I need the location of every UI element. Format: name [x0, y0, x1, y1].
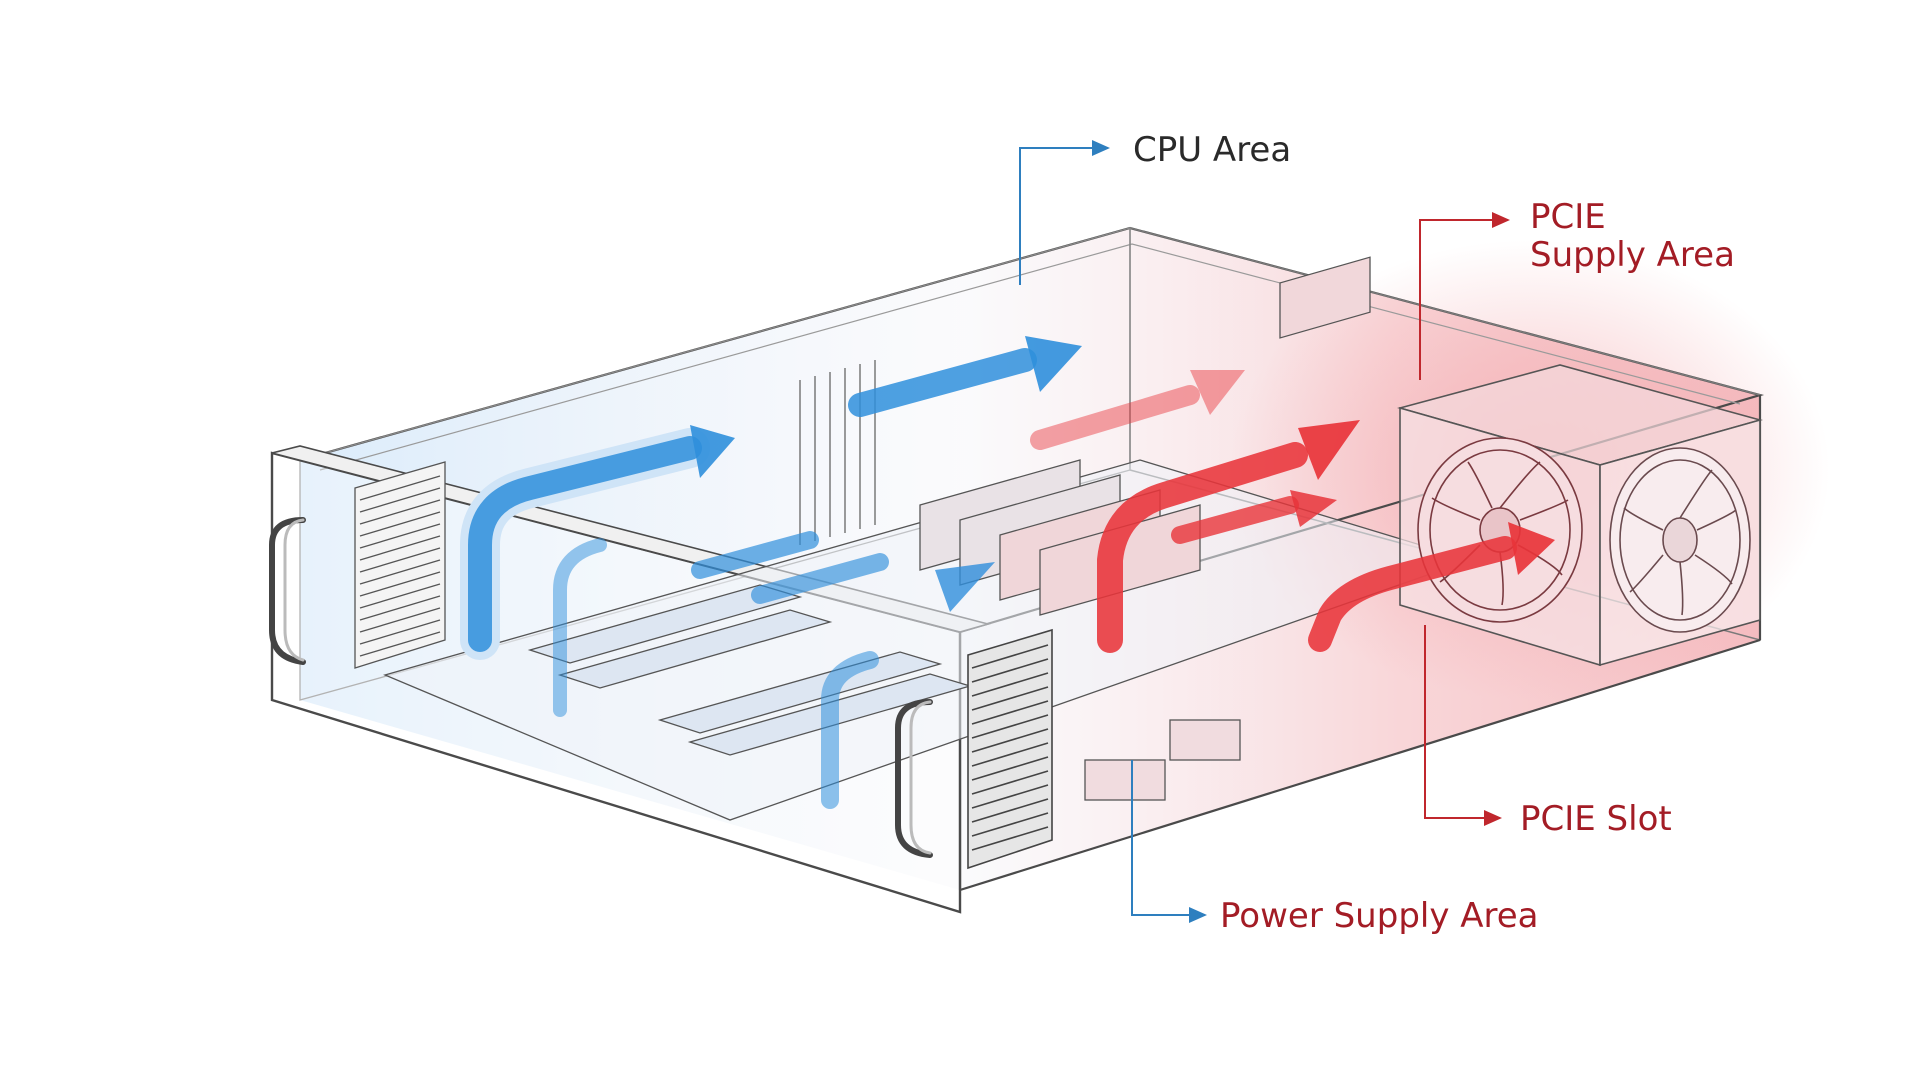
airflow-arrow-icon: [1025, 336, 1082, 392]
airflow-arrow-icon: [935, 562, 995, 612]
airflow-arrow-icon: [1298, 420, 1360, 480]
cpu-leader-line: [1019, 140, 1110, 285]
pcie-slot-leader-line: [1424, 625, 1502, 826]
vent-grille-icon: [354, 461, 446, 669]
power-supply-unit: [1397, 364, 1763, 667]
airflow-arrow-icon: [751, 553, 889, 604]
handle-icon[interactable]: [269, 517, 306, 665]
airflow-arrow-icon: [1190, 370, 1245, 415]
power-supply-leader-line: [1131, 760, 1207, 923]
power-supply-area-label: Power Supply Area: [1220, 896, 1539, 936]
airflow-arrow-icon: [1508, 522, 1555, 575]
pcie-slot-label: PCIE Slot: [1520, 799, 1672, 839]
airflow-arrow-icon: [468, 436, 702, 652]
airflow-arrow-icon: [1308, 536, 1517, 652]
fan-icon: [1417, 437, 1583, 623]
airflow-arrow-icon: [1097, 442, 1308, 653]
airflow-arrows-hot: [1030, 370, 1555, 653]
pcie-supply-area-label-line2: Supply Area: [1530, 235, 1735, 275]
airflow-arrow-icon: [1290, 490, 1337, 527]
airflow-arrow-icon: [1171, 496, 1299, 544]
vrm-blocks: [1084, 256, 1371, 801]
cpu-area-label: CPU Area: [1133, 130, 1291, 170]
memory-slots: [527, 584, 973, 756]
airflow-arrow-icon: [690, 425, 735, 478]
fan-icon: [1609, 447, 1751, 633]
chassis-bottom-edge: [959, 638, 1761, 892]
pcie-supply-area-label-line1: PCIE: [1530, 197, 1606, 237]
airflow-arrows-cool: [460, 336, 1082, 809]
airflow-arrow-icon: [691, 531, 819, 579]
expansion-brackets: [799, 360, 876, 545]
callout-leaders: [1019, 140, 1510, 923]
pcie-supply-leader-line: [1419, 212, 1510, 380]
airflow-arrow-icon: [821, 651, 879, 809]
handle-icon[interactable]: [895, 699, 933, 858]
front-vent-grille-icon: [967, 628, 1053, 870]
airflow-arrow-icon: [848, 348, 1037, 417]
chassis-top-inner: [319, 243, 1741, 471]
airflow-arrow-icon: [1030, 385, 1200, 450]
airflow-arrow-icon: [553, 538, 607, 717]
